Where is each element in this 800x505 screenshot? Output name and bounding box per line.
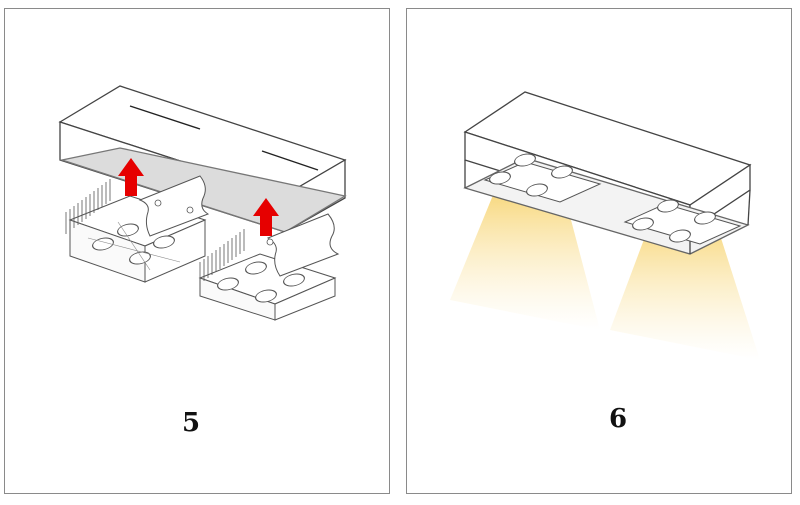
step-number: 5 [182,408,201,438]
lamp-module-installed-a [483,153,602,203]
step-number: 6 [609,404,628,434]
red-up-arrow-icon [253,198,279,236]
light-beam-icon [610,210,760,360]
lamp-module-installed-b [623,199,742,245]
red-up-arrow-icon [118,158,144,196]
lamp-module-a [65,175,210,283]
lamp-module-b [198,213,340,321]
